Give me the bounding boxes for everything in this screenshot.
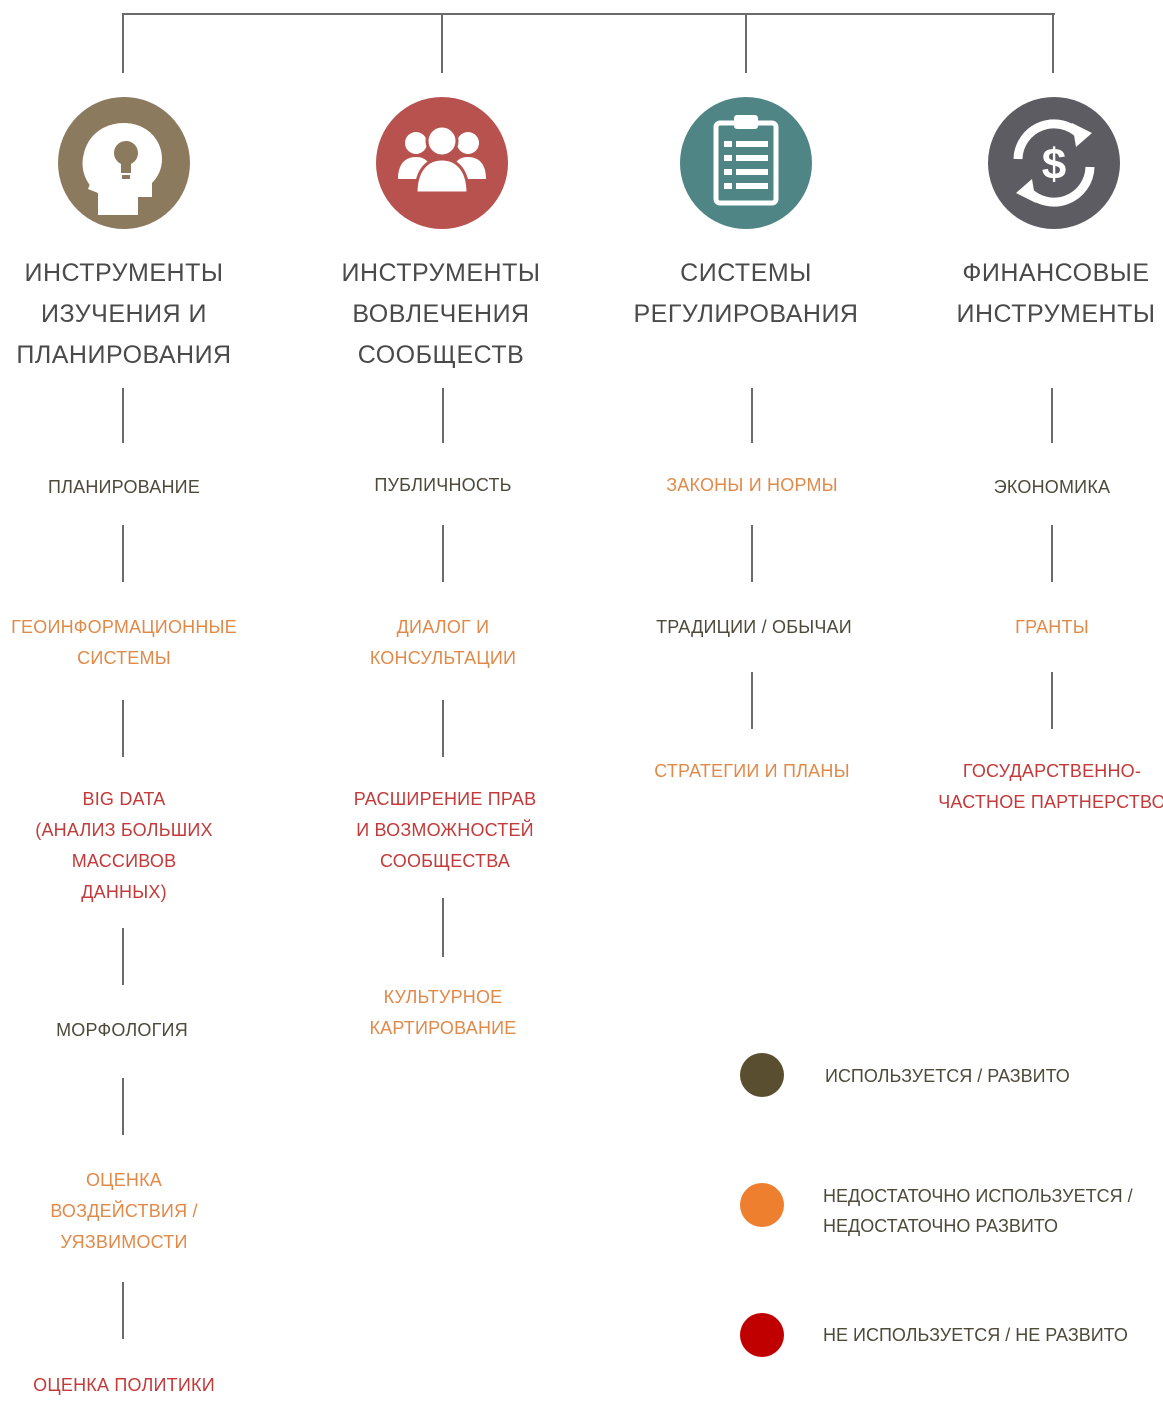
node-item: ЭКОНОМИКА xyxy=(932,472,1163,503)
connector-line xyxy=(122,928,124,985)
column-heading: ИНСТРУМЕНТЫ ВОВЛЕЧЕНИЯ СООБЩЕСТВ xyxy=(311,253,571,376)
node-item: BIG DATA (АНАЛИЗ БОЛЬШИХ МАССИВОВ ДАННЫХ… xyxy=(4,784,244,908)
node-line: ЭКОНОМИКА xyxy=(993,477,1111,497)
node-item: РАСШИРЕНИЕ ПРАВ И ВОЗМОЖНОСТЕЙ СООБЩЕСТВ… xyxy=(325,784,565,877)
legend-line: ИСПОЛЬЗУЕТСЯ / РАЗВИТО xyxy=(825,1066,1070,1086)
node-line: МАССИВОВ xyxy=(71,851,177,871)
heading-line: ИНСТРУМЕНТЫ xyxy=(24,259,224,287)
top-connector-drop xyxy=(441,13,443,73)
legend-dot-partial xyxy=(740,1183,784,1227)
node-line: СООБЩЕСТВА xyxy=(379,851,511,871)
legend-line: НЕДОСТАТОЧНО ИСПОЛЬЗУЕТСЯ / xyxy=(823,1186,1133,1206)
node-line: (АНАЛИЗ БОЛЬШИХ xyxy=(35,820,213,840)
node-line: СИСТЕМЫ xyxy=(77,648,171,668)
node-line: ОЦЕНКА xyxy=(85,1170,162,1190)
people-group-icon xyxy=(376,97,508,229)
heading-line: ФИНАНСОВЫЕ xyxy=(962,259,1150,287)
top-connector-drop xyxy=(122,13,124,73)
node-item: ОЦЕНКА ВОЗДЕЙСТВИЯ / УЯЗВИМОСТИ xyxy=(4,1165,244,1258)
connector-line xyxy=(122,525,124,582)
svg-text:$: $ xyxy=(1042,140,1066,189)
column-heading: ИНСТРУМЕНТЫ ИЗУЧЕНИЯ И ПЛАНИРОВАНИЯ xyxy=(0,253,254,376)
heading-line: СООБЩЕСТВ xyxy=(357,341,525,369)
node-item: ГОСУДАРСТВЕННО- ЧАСТНОЕ ПАРТНЕРСТВО xyxy=(937,756,1163,818)
connector-line xyxy=(122,1282,124,1339)
connector-line xyxy=(442,525,444,582)
node-item: ПУБЛИЧНОСТЬ xyxy=(323,470,563,501)
top-connector-drop xyxy=(745,13,747,73)
clipboard-checklist-icon xyxy=(680,97,812,229)
node-line: РАСШИРЕНИЕ ПРАВ xyxy=(353,789,537,809)
heading-line: РЕГУЛИРОВАНИЯ xyxy=(633,300,859,328)
heading-line: ИНСТРУМЕНТЫ xyxy=(341,259,541,287)
connector-line xyxy=(122,700,124,757)
head-lightbulb-icon xyxy=(58,97,190,229)
node-line: КУЛЬТУРНОЕ xyxy=(383,987,503,1007)
node-item: ДИАЛОГ И КОНСУЛЬТАЦИИ xyxy=(323,612,563,674)
connector-line xyxy=(122,1078,124,1135)
connector-line xyxy=(122,388,124,443)
node-line: ПЛАНИРОВАНИЕ xyxy=(47,477,201,497)
column-heading: ФИНАНСОВЫЕ ИНСТРУМЕНТЫ xyxy=(926,253,1163,335)
node-item: СТРАТЕГИИ И ПЛАНЫ xyxy=(632,756,872,787)
node-line: КАРТИРОВАНИЕ xyxy=(369,1018,517,1038)
node-item: КУЛЬТУРНОЕ КАРТИРОВАНИЕ xyxy=(323,982,563,1044)
legend-dot-used xyxy=(740,1053,784,1097)
legend-line: НЕ ИСПОЛЬЗУЕТСЯ / НЕ РАЗВИТО xyxy=(823,1325,1128,1345)
node-line: ТРАДИЦИИ / ОБЫЧАИ xyxy=(656,617,852,637)
heading-line: СИСТЕМЫ xyxy=(680,259,812,287)
node-line: ДИАЛОГ И xyxy=(396,617,490,637)
node-line: ГОСУДАРСТВЕННО- xyxy=(962,761,1142,781)
connector-line xyxy=(442,700,444,757)
heading-line: ИНСТРУМЕНТЫ xyxy=(956,300,1156,328)
heading-line: ПЛАНИРОВАНИЯ xyxy=(16,341,232,369)
node-item: МОРФОЛОГИЯ xyxy=(2,1015,242,1046)
node-line: СТРАТЕГИИ И ПЛАНЫ xyxy=(654,761,850,781)
node-item: ГЕОИНФОРМАЦИОННЫЕ СИСТЕМЫ xyxy=(4,612,244,674)
node-item: ПЛАНИРОВАНИЕ xyxy=(4,472,244,503)
node-line: МОРФОЛОГИЯ xyxy=(56,1020,188,1040)
node-line: ОЦЕНКА ПОЛИТИКИ xyxy=(33,1375,215,1395)
connector-line xyxy=(751,525,753,582)
legend-line: НЕДОСТАТОЧНО РАЗВИТО xyxy=(823,1216,1058,1236)
connector-line xyxy=(1051,525,1053,582)
node-line: ГРАНТЫ xyxy=(1015,617,1089,637)
node-line: BIG DATA xyxy=(82,789,166,809)
legend-label: НЕДОСТАТОЧНО ИСПОЛЬЗУЕТСЯ / НЕДОСТАТОЧНО… xyxy=(823,1181,1133,1241)
node-item: ЗАКОНЫ И НОРМЫ xyxy=(632,470,872,501)
node-line: ЗАКОНЫ И НОРМЫ xyxy=(666,475,838,495)
connector-line xyxy=(751,388,753,443)
node-line: ВОЗДЕЙСТВИЯ / xyxy=(50,1201,198,1221)
heading-line: ИЗУЧЕНИЯ И xyxy=(41,300,207,328)
node-line: ДАННЫХ) xyxy=(81,882,167,902)
connector-line xyxy=(751,672,753,729)
node-line: ГЕОИНФОРМАЦИОННЫЕ xyxy=(11,617,237,637)
node-line: КОНСУЛЬТАЦИИ xyxy=(369,648,517,668)
top-connector-drop xyxy=(1052,13,1054,73)
node-line: ЧАСТНОЕ ПАРТНЕРСТВО xyxy=(938,792,1163,812)
connector-line xyxy=(442,898,444,957)
dollar-cycle-icon: $ xyxy=(988,97,1120,229)
connector-line xyxy=(1051,672,1053,729)
column-heading: СИСТЕМЫ РЕГУЛИРОВАНИЯ xyxy=(616,253,876,335)
connector-line xyxy=(1051,388,1053,443)
node-item: ОЦЕНКА ПОЛИТИКИ xyxy=(4,1370,244,1401)
connector-line xyxy=(442,388,444,443)
legend-label: ИСПОЛЬЗУЕТСЯ / РАЗВИТО xyxy=(825,1061,1070,1091)
node-line: УЯЗВИМОСТИ xyxy=(60,1232,188,1252)
node-line: ПУБЛИЧНОСТЬ xyxy=(374,475,512,495)
top-connector-line xyxy=(122,13,1055,15)
node-line: И ВОЗМОЖНОСТЕЙ xyxy=(356,820,534,840)
heading-line: ВОВЛЕЧЕНИЯ xyxy=(352,300,530,328)
legend-dot-not-used xyxy=(740,1313,784,1357)
node-item: ТРАДИЦИИ / ОБЫЧАИ xyxy=(634,612,874,643)
legend-label: НЕ ИСПОЛЬЗУЕТСЯ / НЕ РАЗВИТО xyxy=(823,1320,1128,1350)
node-item: ГРАНТЫ xyxy=(932,612,1163,643)
